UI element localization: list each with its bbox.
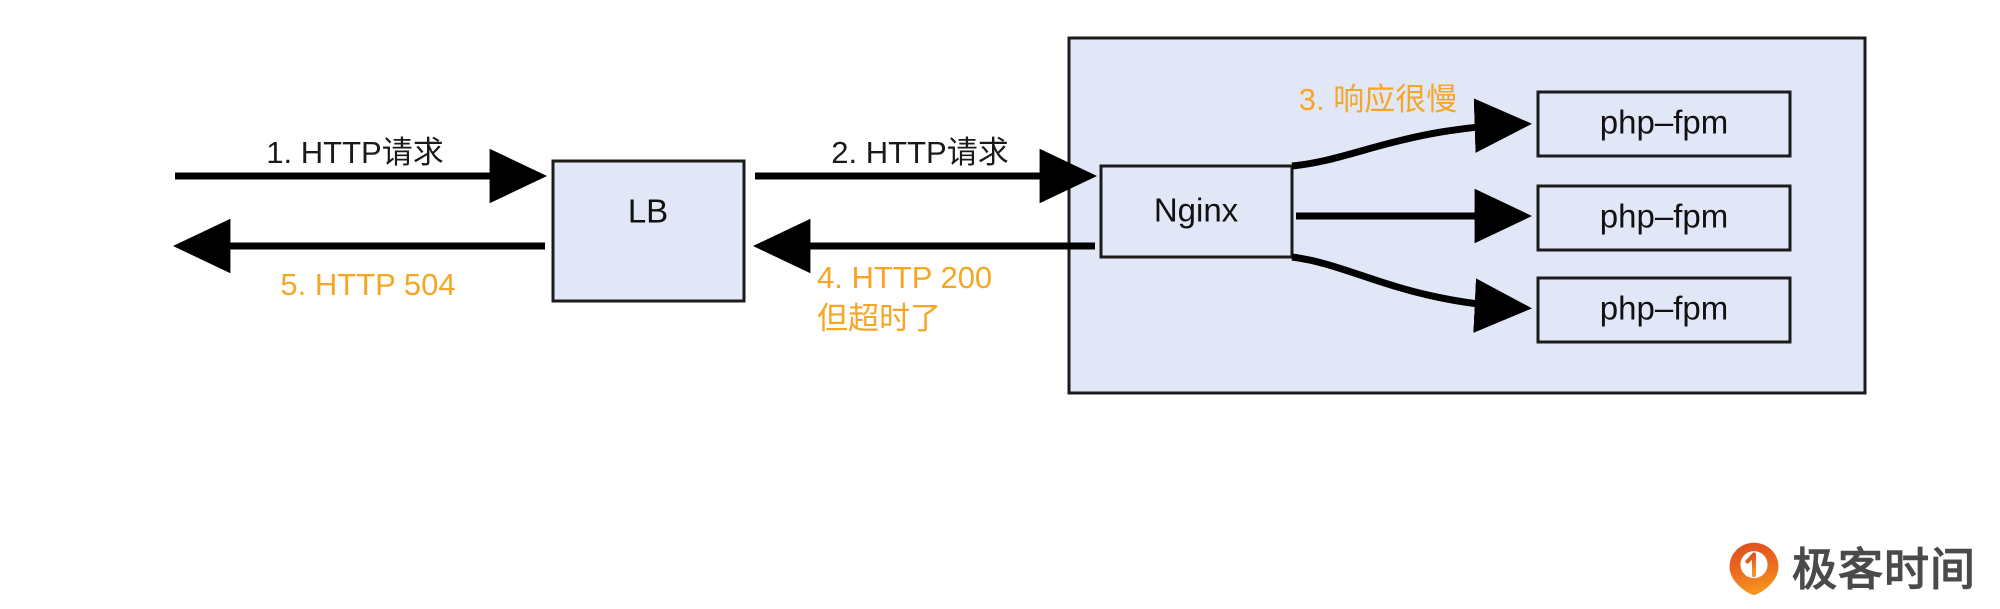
node-lb-box[interactable] <box>551 159 746 303</box>
node-phpfpm-1-label: php–fpm <box>1600 104 1728 141</box>
geektime-pin-icon <box>1729 542 1779 596</box>
brand-watermark: 极客时间 <box>1726 541 1976 597</box>
edge-nginx-to-phpfpm-1 <box>1291 98 1532 170</box>
edge-5-label: 5. HTTP 504 <box>280 267 455 302</box>
edge-4-label-line1: 4. HTTP 200 <box>817 260 992 295</box>
edge-nginx-to-phpfpm-3 <box>1291 253 1532 333</box>
node-phpfpm-1-box[interactable] <box>1536 90 1792 158</box>
node-lb-label: LB <box>628 193 668 230</box>
edge-1-label: 1. HTTP请求 <box>266 135 443 170</box>
node-nginx-box[interactable] <box>1099 164 1294 259</box>
node-phpfpm-3-box[interactable] <box>1536 276 1792 344</box>
brand-name: 极客时间 <box>1791 542 1976 596</box>
edge-2-label: 2. HTTP请求 <box>831 135 1008 170</box>
node-phpfpm-2-label: php–fpm <box>1600 198 1728 235</box>
node-nginx-label: Nginx <box>1154 192 1239 229</box>
edge-3-label: 3. 响应很慢 <box>1299 82 1457 117</box>
node-phpfpm-2-box[interactable] <box>1536 184 1792 252</box>
node-phpfpm-3-label: php–fpm <box>1600 290 1728 327</box>
edge-4-label-line2: 但超时了 <box>817 301 941 336</box>
